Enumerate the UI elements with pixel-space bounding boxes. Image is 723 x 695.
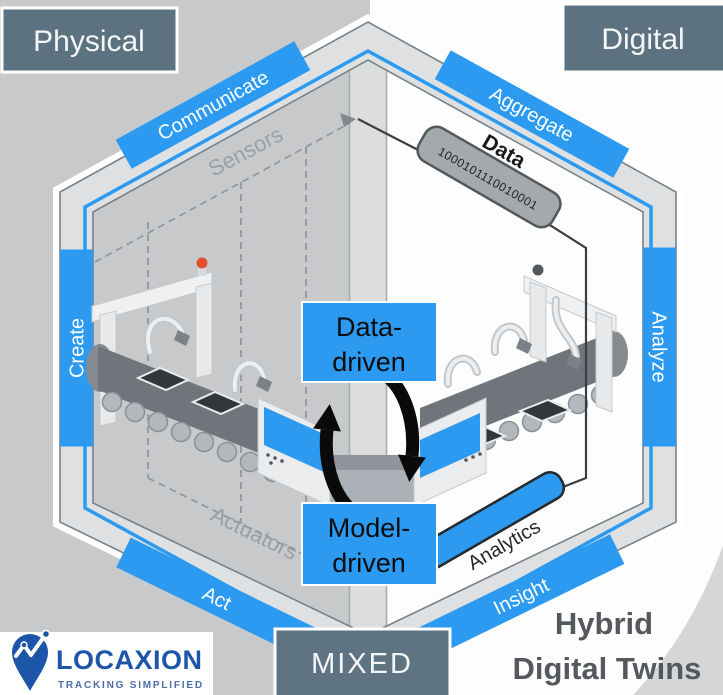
robot-arm — [490, 322, 532, 356]
physical-box: Physical — [0, 6, 179, 74]
robot-arm — [230, 359, 272, 394]
belt-tray — [190, 390, 246, 416]
digital-label: Digital — [601, 23, 684, 56]
page-title: Hybrid Digital Twins — [513, 606, 702, 686]
edge-band-analyze: Analyze — [643, 247, 676, 447]
data-driven-label-line1: Data- — [336, 312, 402, 342]
robot-arm — [551, 296, 582, 370]
title-line1: Hybrid — [555, 606, 653, 641]
beacon-light-icon — [196, 257, 208, 269]
machine-unit-left — [257, 397, 331, 507]
model-driven-label-line2: driven — [332, 548, 406, 578]
beacon-pole — [198, 266, 206, 276]
model-driven-box: Model- driven — [301, 502, 438, 586]
mixed-box: MIXED — [273, 627, 452, 695]
model-driven-label-line1: Model- — [328, 513, 411, 543]
factory-illustration — [86, 257, 628, 507]
location-pin-icon — [12, 629, 51, 691]
logo-locaxion: LOCAXION TRACKING SIMPLIFIED — [0, 629, 213, 695]
edge-band-act: Act — [116, 537, 318, 659]
analyze-label: Analyze — [648, 311, 670, 382]
digital-box: Digital — [561, 2, 723, 74]
data-driven-label-line2: driven — [332, 347, 406, 377]
create-label: Create — [67, 318, 89, 378]
logo-brand: LOCAXION — [56, 645, 203, 675]
edge-band-create: Create — [60, 249, 93, 447]
machine-unit-right — [413, 397, 487, 507]
data-driven-box: Data- driven — [301, 301, 438, 383]
robot-arm — [144, 314, 190, 356]
sensor-arrow-icon — [340, 113, 356, 127]
belt-tray — [135, 366, 191, 392]
logo-tagline: TRACKING SIMPLIFIED — [58, 680, 204, 691]
belt-tray — [517, 398, 573, 423]
mixed-label: MIXED — [311, 648, 413, 680]
beacon-light-icon — [532, 264, 544, 276]
corner-swoosh — [633, 545, 723, 695]
title-line2: Digital Twins — [513, 651, 702, 686]
robot-arm — [443, 354, 481, 388]
physical-label: Physical — [33, 25, 145, 58]
